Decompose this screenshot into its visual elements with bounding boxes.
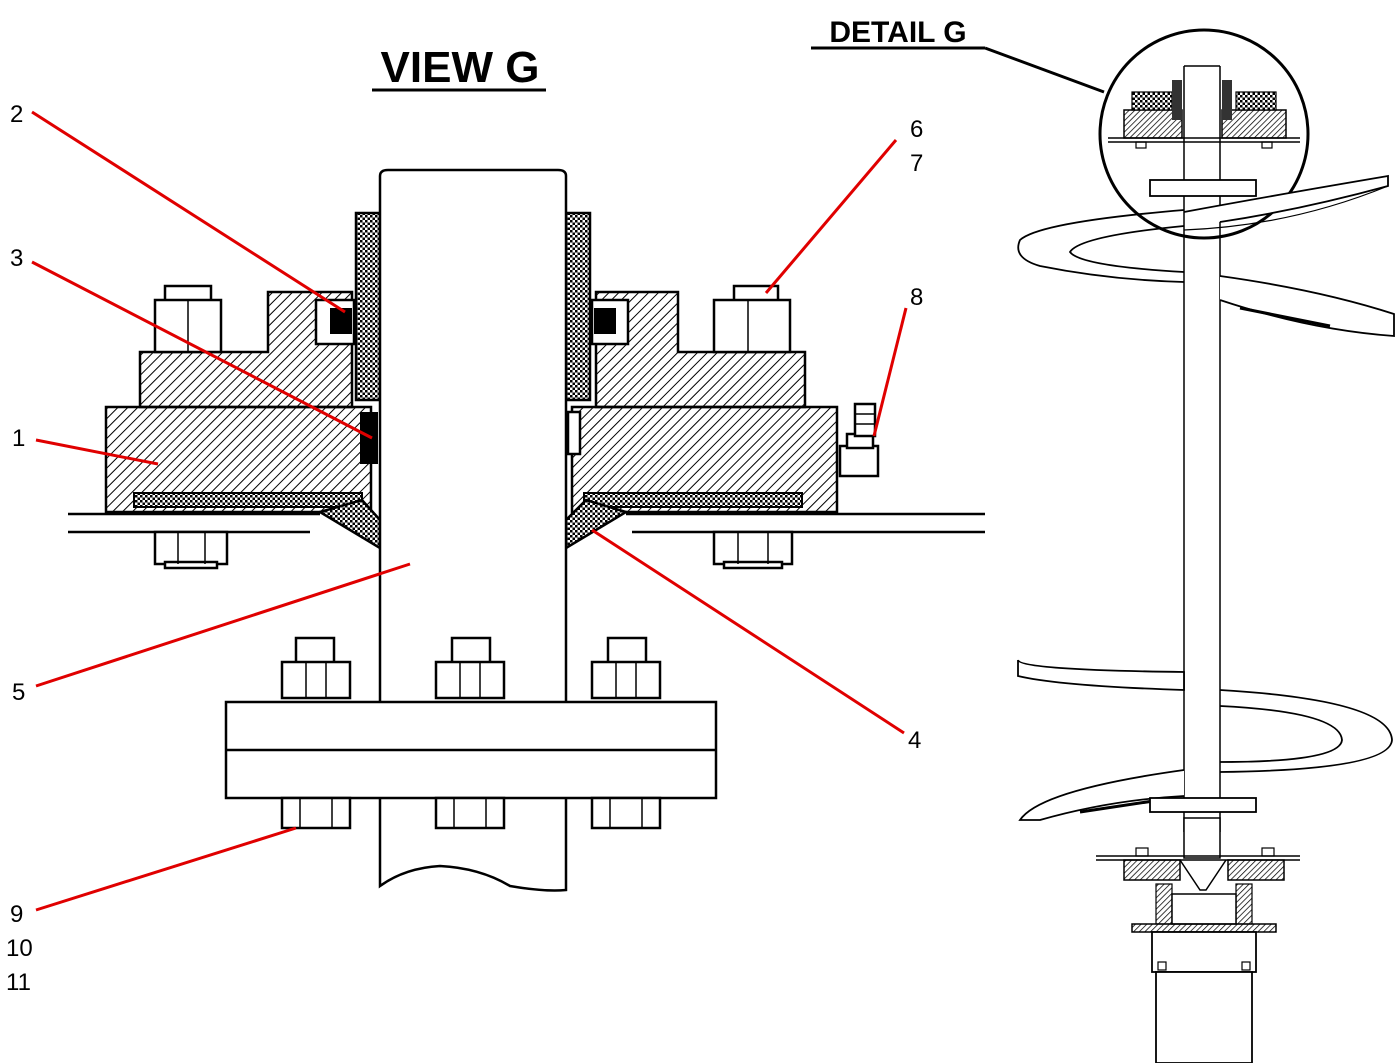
drive-assembly	[1096, 817, 1300, 1063]
callout-3: 3	[10, 245, 23, 272]
callout-7: 7	[910, 150, 923, 177]
detail-circle	[1098, 28, 1310, 240]
callout-6: 6	[910, 116, 923, 143]
detail-seal-assembly	[1108, 80, 1300, 149]
leader-lines	[31, 110, 908, 912]
leader-2	[31, 110, 346, 314]
gasket-right	[583, 492, 803, 508]
coupling-nut-bottom-2	[434, 796, 506, 830]
view-g-section	[68, 168, 985, 892]
upper-coupling-disc	[1149, 179, 1257, 197]
callout-10: 10	[6, 935, 33, 962]
coupling-nut-bottom-3	[590, 796, 662, 830]
leader-3	[31, 260, 373, 440]
bolt-top-right	[712, 284, 792, 354]
callout-11: 11	[6, 969, 31, 996]
flange-upper-left	[138, 290, 354, 409]
tank-plate	[68, 512, 985, 534]
leader-9	[35, 826, 297, 912]
auger-overview	[984, 28, 1395, 1063]
view-title: VIEW G	[372, 43, 546, 92]
gasket-left	[133, 492, 363, 508]
callout-numbers: 1 2 3 4 5 6 7 8 9 10 11	[6, 101, 923, 996]
callout-4: 4	[908, 727, 921, 754]
seal-right	[566, 410, 582, 456]
bolt-below-left	[153, 530, 229, 570]
coupling-flange	[224, 700, 718, 800]
lower-coupling-disc	[1149, 797, 1257, 813]
gland-right	[564, 211, 592, 402]
svg-text:DETAIL G: DETAIL G	[829, 16, 966, 49]
upper-flight	[1017, 174, 1395, 337]
detail-leader	[984, 46, 1105, 94]
callout-9: 9	[10, 901, 23, 928]
gland-left	[354, 211, 382, 402]
leader-1	[35, 438, 159, 466]
coupling-bolt-top-3	[590, 636, 662, 700]
grease-fitting	[838, 402, 880, 478]
coupling-bolt-top-1	[280, 636, 352, 700]
leader-8	[872, 307, 908, 437]
callout-2: 2	[10, 101, 23, 128]
svg-text:VIEW G: VIEW G	[381, 43, 540, 92]
coupling-nut-bottom-1	[280, 796, 352, 830]
coupling-bolt-top-2	[434, 636, 506, 700]
callout-5: 5	[12, 679, 25, 706]
leader-4	[591, 528, 905, 735]
leader-6	[764, 139, 898, 294]
detail-title: DETAIL G	[811, 16, 985, 50]
leader-5	[35, 562, 411, 688]
callout-8: 8	[910, 284, 923, 311]
bolt-below-right	[712, 530, 794, 570]
lower-flight	[1017, 659, 1393, 821]
callout-1: 1	[12, 425, 25, 452]
